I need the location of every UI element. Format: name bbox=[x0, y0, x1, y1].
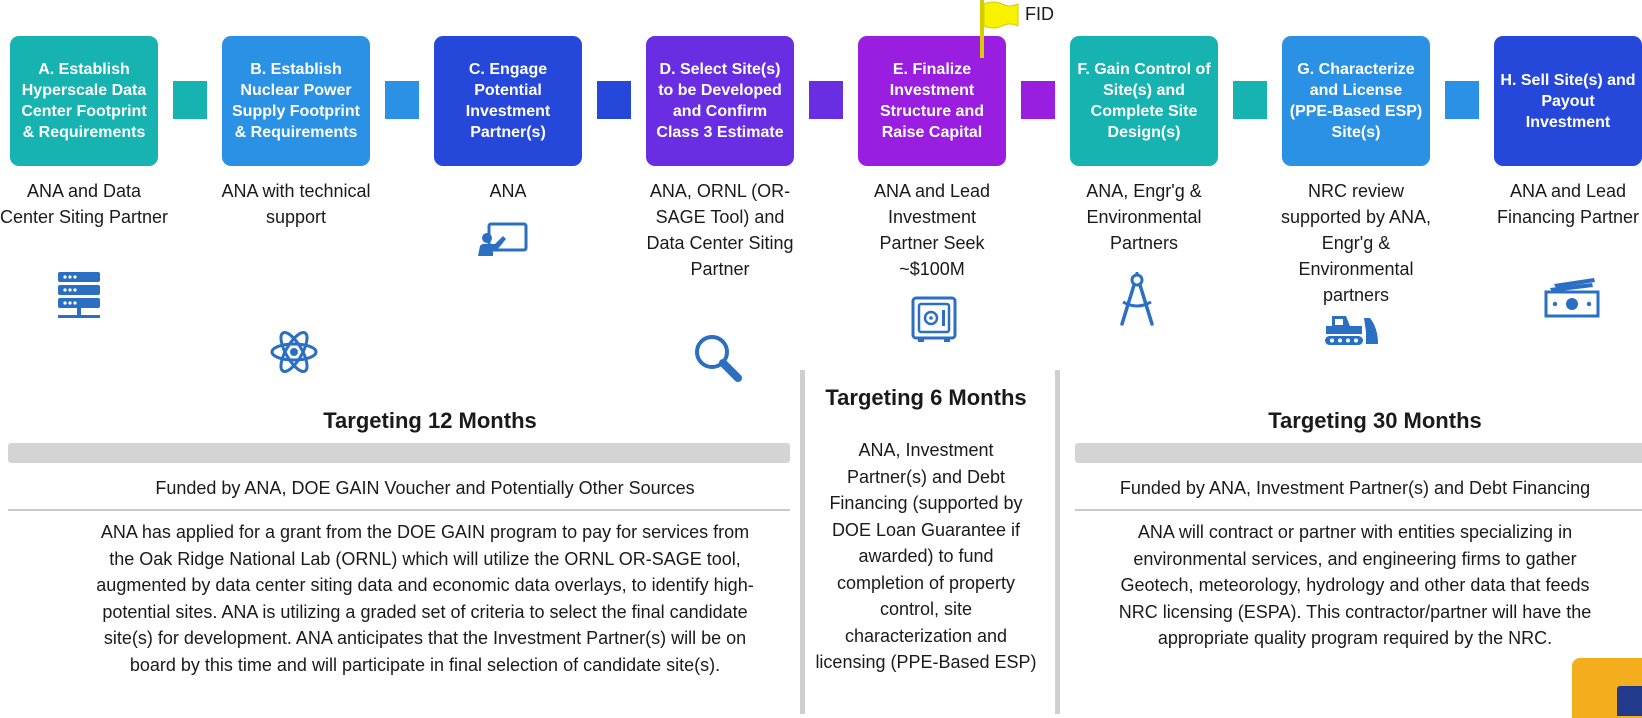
atom-icon bbox=[270, 326, 318, 378]
phase-right-heading: Targeting 30 Months bbox=[1268, 408, 1482, 433]
server-rack-icon bbox=[56, 270, 102, 322]
phase-left-line: board by this time and will participate … bbox=[129, 654, 721, 675]
step-h-box: H. Sell Site(s) and Payout Investment bbox=[1494, 36, 1642, 166]
phase-middle-line: completion of property bbox=[836, 572, 1016, 593]
phase-middle-heading: Targeting 6 Months bbox=[825, 385, 1027, 410]
step-g-box: G. Characterize and License (PPE-Based E… bbox=[1282, 36, 1430, 166]
connector-e-f bbox=[1021, 81, 1055, 119]
connector-b-c bbox=[385, 81, 419, 119]
step-d-party: ANA, ORNL (OR-SAGE Tool) and Data Center… bbox=[646, 181, 794, 279]
step-a-party: ANA and Data Center Siting Partner bbox=[0, 181, 169, 227]
step-h-party: ANA and Lead Financing Partner bbox=[1496, 181, 1640, 227]
connector-c-d bbox=[597, 81, 631, 119]
phase-right-rule bbox=[1075, 509, 1642, 511]
phase-right-line: NRC licensing (ESPA). This contractor/pa… bbox=[1118, 601, 1592, 622]
fid-flag-icon bbox=[980, 0, 1020, 65]
step-g-party: NRC review supported by ANA, Engr'g & En… bbox=[1280, 181, 1432, 305]
presentation-icon bbox=[477, 222, 529, 258]
phase-right-line: Geotech, meteorology, hydrology and othe… bbox=[1120, 575, 1590, 595]
safe-icon bbox=[911, 296, 957, 344]
fid-label: FID bbox=[1025, 4, 1054, 24]
step-f-party: ANA, Engr'g & Environmental Partners bbox=[1086, 181, 1202, 253]
phase-middle-line: awarded) to fund bbox=[858, 546, 994, 566]
phase-right-line: appropriate quality program required by … bbox=[1157, 628, 1553, 648]
phase-left-line: site(s) for development. ANA anticipates… bbox=[103, 628, 747, 648]
connector-a-b bbox=[173, 81, 207, 119]
step-c-party: ANA bbox=[489, 181, 527, 201]
phase-middle-line: ANA, Investment bbox=[858, 440, 994, 460]
phase-right-funding: Funded by ANA, Investment Partner(s) and… bbox=[1119, 478, 1591, 498]
bulldozer-icon bbox=[1324, 312, 1380, 346]
phase-left-line: potential sites. ANA is utilizing a grad… bbox=[102, 601, 748, 622]
phase-left-funding: Funded by ANA, DOE GAIN Voucher and Pote… bbox=[155, 478, 695, 498]
magnifier-icon bbox=[692, 332, 744, 384]
phase-left-description: ANA has applied for a grant from the DOE… bbox=[8, 519, 842, 678]
step-f-box: F. Gain Control of Site(s) and Complete … bbox=[1070, 36, 1218, 166]
phase-middle-line: Partner(s) and Debt bbox=[846, 466, 1006, 487]
phase-divider-right bbox=[1055, 370, 1060, 714]
phase-left-line: the Oak Ridge National Lab (ORNL) which … bbox=[109, 548, 741, 569]
logo-corner-square bbox=[1617, 686, 1642, 716]
phase-right-line: ANA will contract or partner with entiti… bbox=[1137, 522, 1573, 542]
phase-middle-line: control, site bbox=[879, 599, 973, 619]
connector-f-g bbox=[1233, 81, 1267, 119]
step-c-box: C. Engage Potential Investment Partner(s… bbox=[434, 36, 582, 166]
phase-left-rule bbox=[8, 509, 790, 511]
phase-middle-line: Financing (supported by bbox=[829, 493, 1023, 513]
cash-icon bbox=[1544, 278, 1600, 318]
phase-left-line: ANA has applied for a grant from the DOE… bbox=[100, 522, 750, 542]
phase-right-bar bbox=[1075, 443, 1642, 463]
phase-divider-left bbox=[800, 370, 805, 714]
connector-d-e bbox=[809, 81, 843, 119]
step-b-box: B. Establish Nuclear Power Supply Footpr… bbox=[222, 36, 370, 166]
phase-right-description: ANA will contract or partner with entiti… bbox=[1075, 519, 1635, 652]
step-e-party: ANA and Lead Investment Partner Seek ~$1… bbox=[873, 181, 991, 279]
phase-left-line: augmented by data center siting data and… bbox=[96, 575, 754, 595]
connector-g-h bbox=[1445, 81, 1479, 119]
step-d-box: D. Select Site(s) to be Developed and Co… bbox=[646, 36, 794, 166]
step-a-box: A. Establish Hyperscale Data Center Foot… bbox=[10, 36, 158, 166]
phase-middle-description: ANA, Investment Partner(s) and Debt Fina… bbox=[808, 437, 1044, 676]
phase-left-bar bbox=[8, 443, 790, 463]
step-b-party: ANA with technical support bbox=[221, 181, 371, 227]
phase-middle-line: DOE Loan Guarantee if bbox=[831, 519, 1021, 540]
phase-middle-line: licensing (PPE-Based ESP) bbox=[815, 652, 1037, 672]
phase-left-heading: Targeting 12 Months bbox=[323, 408, 537, 433]
phase-middle-line: characterization and bbox=[844, 625, 1008, 646]
phase-right-line: environmental services, and engineering … bbox=[1133, 548, 1577, 569]
compass-icon bbox=[1117, 272, 1157, 328]
